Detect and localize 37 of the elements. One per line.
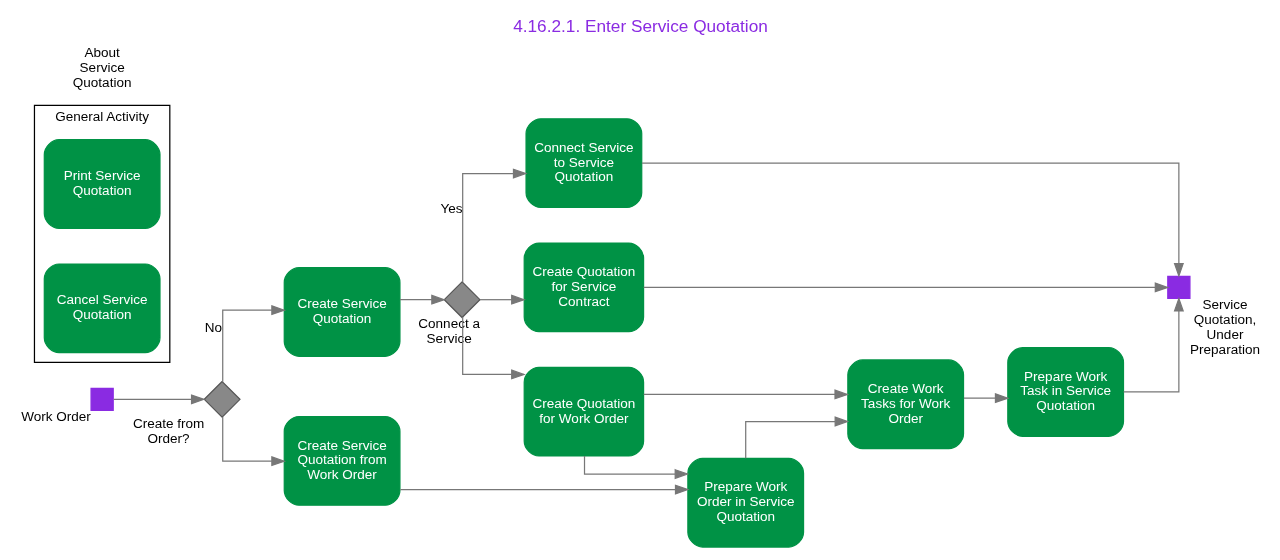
arrow [221, 416, 286, 467]
arrow [962, 392, 1010, 404]
arrow [461, 168, 528, 283]
node-box [1166, 275, 1191, 300]
arrow [642, 282, 1169, 293]
node-label: Work Order [20, 409, 91, 425]
arrow [399, 484, 690, 495]
diagram-title: 4.16.2.1. Enter Service Quotation [512, 15, 768, 36]
node-box: Cancel Service Quotation [43, 263, 161, 354]
node-label: Connect a Service [417, 316, 480, 347]
node-label: Create from Order? [132, 416, 204, 446]
arrow [744, 416, 849, 459]
arrow [461, 316, 526, 380]
node-label: Service Quotation, Under Preparation [1189, 297, 1260, 357]
edge-label: No [204, 320, 222, 336]
arrow [112, 394, 206, 405]
node-box: Create Quotation for Work Order [523, 366, 644, 457]
node-diamond [442, 281, 481, 319]
node-diamond [202, 380, 241, 419]
node-box: Create Work Tasks for Work Order [846, 359, 964, 450]
label: About Service Quotation [72, 45, 131, 90]
arrow [398, 294, 446, 305]
edge-label: Yes [440, 201, 463, 217]
node-box: Print Service Quotation [43, 139, 161, 229]
node-box [89, 387, 114, 412]
arrow [478, 294, 526, 305]
arrow [583, 455, 689, 480]
node-box: Prepare Work Task in Service Quotation [1006, 347, 1124, 437]
arrow [221, 304, 286, 383]
node-box: Connect Service to Service Quotation [524, 118, 642, 208]
node-box: Create Service Quotation from Work Order [283, 415, 401, 506]
node-box: Create Quotation for Service Contract [523, 242, 644, 333]
arrow [642, 389, 849, 400]
arrow [1122, 296, 1184, 393]
arrow [640, 162, 1184, 278]
node-box: Prepare Work Order in Service Quotation [686, 457, 804, 548]
node-box: Create Service Quotation [283, 267, 401, 357]
